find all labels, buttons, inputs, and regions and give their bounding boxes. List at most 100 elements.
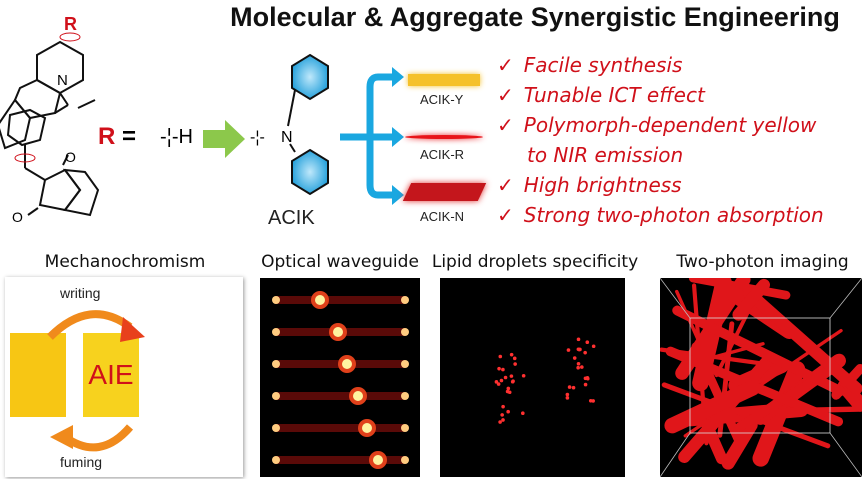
crystal-label-r: ACIK-R [420, 147, 465, 162]
waveguide-rod [275, 296, 405, 304]
crystal-r [405, 135, 483, 139]
lipid-droplet [501, 404, 505, 409]
excitation-core [333, 327, 343, 337]
blue-branch-arrow-icon [340, 67, 404, 205]
waveguide-end [272, 392, 280, 400]
n-atom: N [57, 72, 68, 89]
lipid-droplet [496, 382, 501, 386]
lipid-droplet [580, 365, 584, 369]
carbazole-indandione-structure: N R O O [0, 14, 100, 225]
waveguide-end [272, 328, 280, 336]
lipid-droplet [591, 344, 596, 349]
waveguide-end [401, 456, 409, 464]
lipid-droplet [521, 411, 525, 416]
cycle-arrows-icon [47, 310, 145, 452]
waveguide-end [401, 424, 409, 432]
lipid-droplet [499, 378, 504, 383]
waveguide-end [401, 296, 409, 304]
lipid-droplet [509, 352, 514, 357]
lipid-droplet [565, 392, 570, 397]
lipid-droplet [585, 376, 590, 380]
bond-cut-mark: -¦- [250, 129, 265, 146]
vessel [837, 379, 862, 412]
lipid-droplet [505, 389, 510, 394]
lipid-droplet [497, 366, 501, 371]
green-arrow-icon [203, 120, 245, 158]
lipid-droplet [503, 375, 508, 380]
lipid-droplet [511, 379, 515, 383]
panel-title: Lipid droplets specificity [431, 252, 639, 272]
feature-item: ✓Facile synthesis [497, 53, 683, 77]
crystal-label-y: ACIK-Y [420, 92, 464, 107]
lipid-droplet [572, 356, 577, 360]
panel-title: Mechanochromism [44, 252, 206, 272]
mechanochromism-panel: writing fuming AIE [5, 277, 243, 477]
panel-title: Two-photon imaging [676, 252, 849, 272]
waveguide-end [401, 328, 409, 336]
page-title: Molecular & Aggregate Synergistic Engine… [230, 2, 840, 32]
waveguide-end [401, 360, 409, 368]
feature-item: ✓Strong two-photon absorption [497, 203, 824, 227]
lipid-droplet [506, 409, 510, 414]
waveguide-end [272, 424, 280, 432]
lipid-droplet [506, 386, 511, 391]
feature-item: ✓Polymorph-dependent yellow [497, 113, 817, 137]
waveguide-end [272, 456, 280, 464]
writing-label: writing [60, 285, 101, 301]
lipid-droplet [494, 380, 499, 384]
lipid-droplet [513, 362, 517, 366]
lipid-droplet [566, 348, 571, 352]
vessel [672, 305, 846, 397]
waveguide-rod [275, 456, 405, 464]
vessel [742, 286, 862, 395]
lipid-droplet [588, 398, 593, 403]
vessel [708, 342, 765, 360]
feature-item: to NIR emission [527, 143, 684, 167]
lipid-droplet [509, 374, 514, 378]
lipid-droplet [501, 367, 505, 372]
r-atom: R [64, 14, 77, 34]
lipid-droplet [500, 413, 504, 417]
two-photon-imaging [660, 278, 862, 477]
waveguide-end [272, 296, 280, 304]
vessel [752, 360, 806, 467]
lipid-droplet [576, 337, 581, 342]
lipid-droplet [521, 373, 526, 378]
n-atom: N [281, 129, 293, 146]
diphenylamine-group: -¦- N [250, 53, 329, 196]
waveguide-end [272, 360, 280, 368]
waveguide-rod [275, 424, 405, 432]
panel-title: Optical waveguide [261, 252, 419, 272]
crystal-label-n: ACIK-N [420, 209, 465, 224]
excitation-core [373, 455, 383, 465]
vessel [664, 380, 760, 434]
vessel [734, 373, 823, 432]
excitation-core [353, 391, 363, 401]
written-film: AIE [83, 333, 139, 417]
optical-waveguide-image [260, 278, 420, 477]
lipid-droplet [583, 350, 587, 355]
lipid-droplet [571, 385, 576, 390]
excitation-core [342, 359, 352, 369]
lipid-droplet [577, 347, 581, 352]
r-equals: R = [98, 123, 137, 150]
waveguide-end [401, 392, 409, 400]
lipid-droplet [576, 361, 581, 366]
lipid-droplet [565, 396, 570, 400]
vessel [701, 419, 728, 465]
vessel [732, 278, 771, 321]
excitation-core [362, 423, 372, 433]
lipid-droplet [512, 356, 517, 361]
lipid-droplet [501, 418, 505, 422]
excitation-core [315, 295, 325, 305]
feature-item: ✓High brightness [497, 173, 682, 197]
fuming-label: fuming [60, 454, 103, 470]
lipid-droplet [498, 354, 503, 359]
acik-label: ACIK [268, 207, 315, 229]
vessel [691, 342, 745, 448]
r-hydrogen: -¦-H [160, 126, 193, 148]
o-atom: O [65, 149, 76, 165]
lipid-droplet [585, 340, 590, 345]
waveguide-rod [275, 392, 405, 400]
vessel [661, 382, 831, 449]
